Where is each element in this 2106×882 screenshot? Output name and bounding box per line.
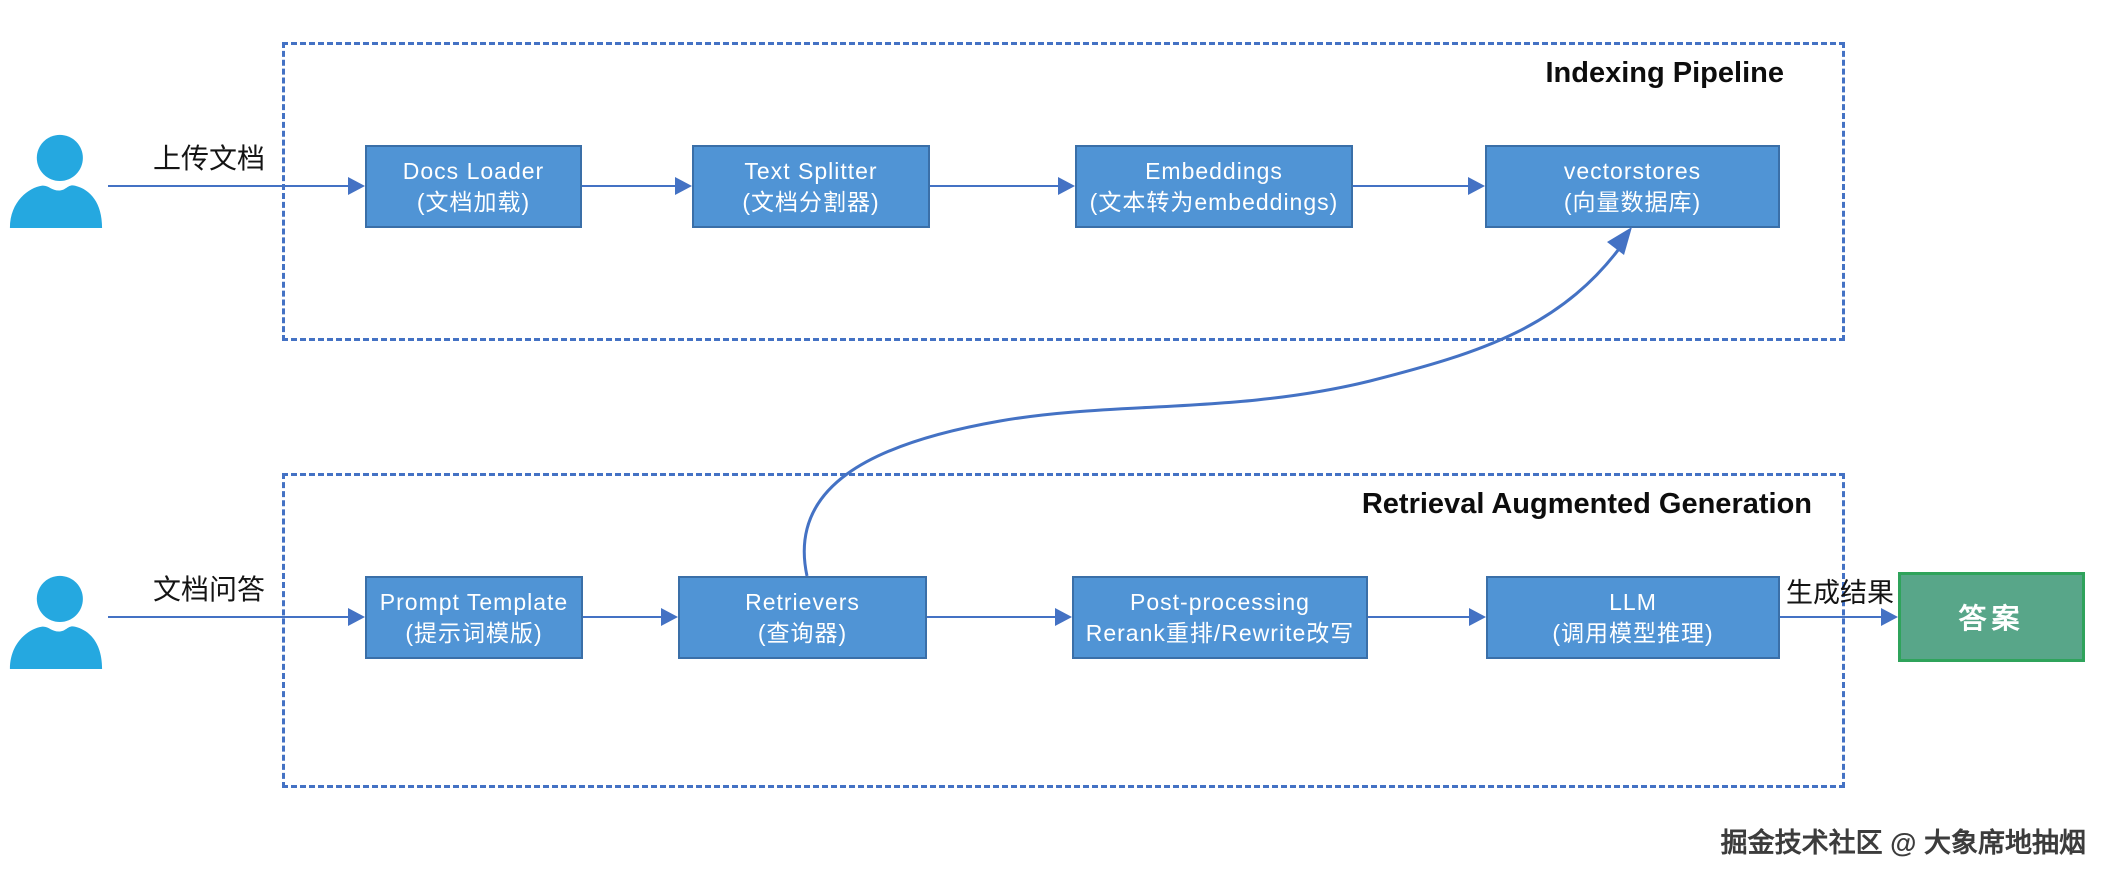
- node-retrievers: Retrievers (查询器): [678, 576, 927, 659]
- arrow-user-to-docs-loader: [108, 177, 365, 195]
- arrow-retrievers-to-post-processing: [927, 608, 1072, 626]
- doc-qa-label: 文档问答: [153, 574, 266, 605]
- node-title: Prompt Template: [379, 588, 569, 615]
- node-subtitle: (提示词模版): [405, 619, 543, 646]
- node-docs-loader: Docs Loader (文档加载): [365, 145, 582, 228]
- node-embeddings: Embeddings (文本转为embeddings): [1075, 145, 1353, 228]
- node-title: Docs Loader: [402, 157, 545, 184]
- node-prompt-template: Prompt Template (提示词模版): [365, 576, 583, 659]
- node-title: Embeddings: [1145, 157, 1283, 184]
- node-title: Post-processing: [1130, 588, 1310, 615]
- node-subtitle: (向量数据库): [1563, 188, 1702, 215]
- generate-result-label: 生成结果: [1786, 578, 1894, 608]
- answer-box: 答案: [1898, 572, 2085, 662]
- arrow-embeddings-to-vectorstores: [1353, 177, 1485, 195]
- node-llm: LLM (调用模型推理): [1486, 576, 1780, 659]
- watermark-text: 掘金技术社区 @ 大象席地抽烟: [1720, 828, 2086, 858]
- node-subtitle: (文档加载): [416, 188, 531, 215]
- arrow-docs-loader-to-text-splitter: [582, 177, 692, 195]
- arrow-llm-to-answer: [1780, 608, 1898, 626]
- user-icon-upload: [9, 134, 103, 228]
- arrow-post-processing-to-llm: [1368, 608, 1486, 626]
- node-subtitle: (查询器): [757, 619, 848, 646]
- node-text-splitter: Text Splitter (文档分割器): [692, 145, 930, 228]
- arrow-user-to-prompt-template: [108, 608, 365, 626]
- node-subtitle: (文档分割器): [742, 188, 880, 215]
- node-title: Retrievers: [745, 588, 860, 615]
- node-title: vectorstores: [1563, 157, 1702, 184]
- upload-docs-label: 上传文档: [153, 143, 266, 174]
- arrow-text-splitter-to-embeddings: [930, 177, 1075, 195]
- arrow-prompt-template-to-retrievers: [583, 608, 678, 626]
- node-vectorstores: vectorstores (向量数据库): [1485, 145, 1780, 228]
- node-post-processing: Post-processing Rerank重排/Rewrite改写: [1072, 576, 1368, 659]
- user-icon-question: [9, 575, 103, 669]
- indexing-pipeline-title: Indexing Pipeline: [1545, 57, 1785, 89]
- rag-title: Retrieval Augmented Generation: [1361, 488, 1812, 520]
- node-subtitle: (文本转为embeddings): [1089, 188, 1339, 215]
- node-subtitle: (调用模型推理): [1552, 619, 1714, 646]
- answer-label: 答案: [1958, 603, 2025, 634]
- node-title: Text Splitter: [744, 157, 878, 184]
- node-title: LLM: [1609, 588, 1657, 615]
- node-subtitle: Rerank重排/Rewrite改写: [1085, 619, 1355, 646]
